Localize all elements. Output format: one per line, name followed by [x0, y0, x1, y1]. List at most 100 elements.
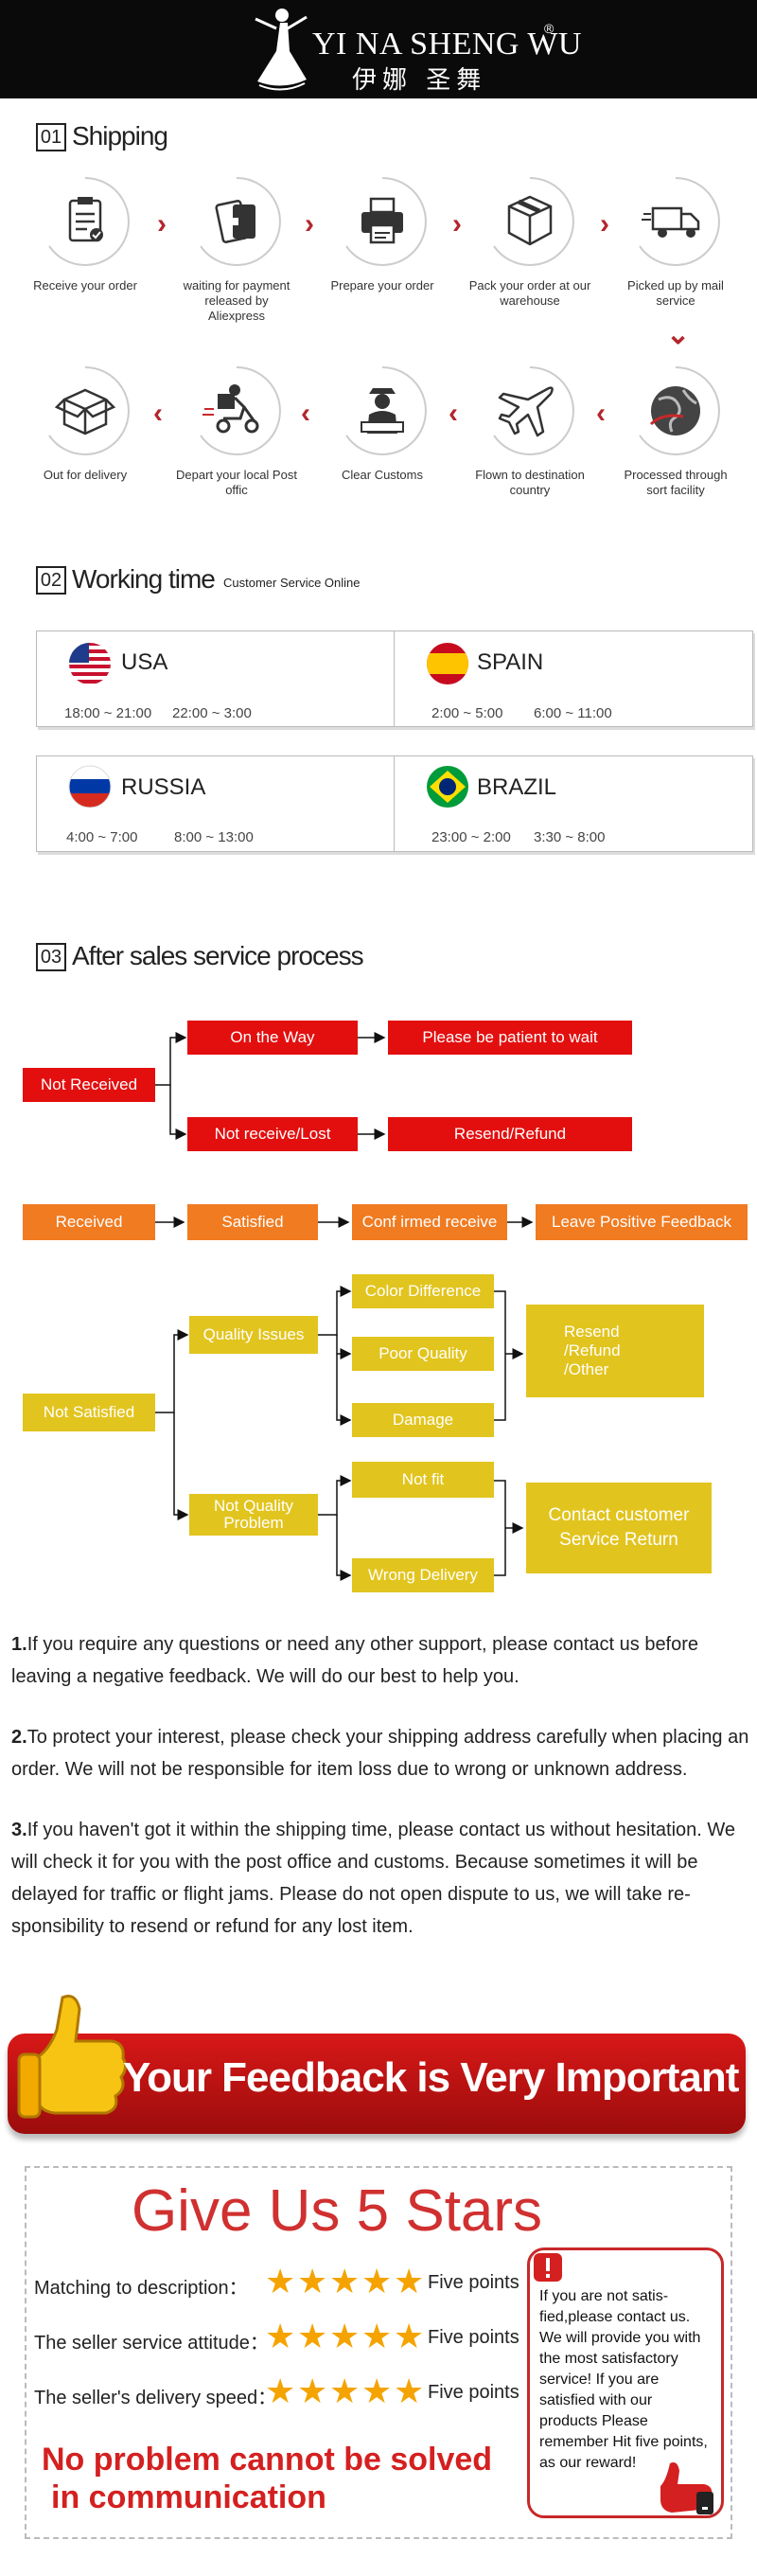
section-number: 02 [36, 566, 66, 595]
other-line: /Other [564, 1360, 609, 1378]
hours-slot-2: 22:00 ~ 3:00 [172, 705, 252, 721]
note-3: 3.If you haven't got it within the shipp… [11, 1820, 736, 1937]
thumbs-up-hand-icon [660, 2462, 713, 2514]
rating-label: Matching to description： [34, 2278, 248, 2299]
contact-line: Contact customer [548, 1505, 690, 1525]
clipboard-icon [40, 176, 131, 267]
shipping-step-label: waiting for payment released by Aliexpre… [183, 278, 290, 323]
dancer-logo-icon [255, 9, 308, 91]
refund-line: /Refund [564, 1341, 621, 1359]
flow-arrow-icon: › [600, 208, 609, 240]
delivery-truck-icon [630, 176, 721, 267]
flow-arrow-icon: › [305, 208, 314, 240]
flow-quality-issues: Quality Issues [189, 1316, 318, 1354]
shipping-step-label: Depart your local Post offic [176, 468, 297, 497]
usa-flag-icon [69, 643, 111, 684]
flow-damage: Damage [352, 1403, 494, 1437]
problem-line: Problem [223, 1514, 284, 1532]
brazil-flag-icon [427, 766, 468, 808]
section-subtitle: Customer Service Online [223, 576, 361, 590]
rating-label: The seller service attitude： [34, 2333, 269, 2354]
star-icon: ★ [361, 2372, 393, 2410]
payment-card-icon [191, 176, 282, 267]
flow-arrow-icon: ‹ [449, 398, 458, 429]
star-icon: ★ [265, 2317, 296, 2355]
hours-slot-2: 8:00 ~ 13:00 [174, 829, 254, 845]
star-icon: ★ [329, 2262, 361, 2301]
star-icon: ★ [329, 2372, 361, 2410]
flow-poor-quality: Poor Quality [352, 1337, 494, 1371]
rating-points: Five points [428, 2272, 519, 2293]
hours-slot-2: 3:30 ~ 8:00 [534, 829, 606, 845]
flow-arrow-icon: ‹ [153, 398, 163, 429]
communication-slogan: No problem cannot be solved in communica… [42, 2441, 492, 2516]
section-number: 03 [36, 943, 66, 971]
star-icon: ★ [297, 2317, 328, 2355]
slogan-line-1: No problem cannot be solved [42, 2442, 493, 2478]
airplane-icon [484, 365, 575, 456]
hours-slot-1: 18:00 ~ 21:00 [64, 705, 152, 721]
star-icon: ★ [394, 2372, 425, 2410]
star-icon: ★ [329, 2317, 361, 2355]
rating-points: Five points [428, 2327, 519, 2348]
thumbs-up-icon [17, 1995, 128, 2119]
registered-mark: ® [544, 21, 555, 36]
flow-on-the-way: On the Way [187, 1021, 358, 1055]
flow-not-quality-problem: Not Quality Problem [189, 1494, 318, 1536]
country-name: SPAIN [477, 649, 544, 675]
brand-header [0, 0, 757, 98]
globe-icon [630, 365, 721, 456]
hours-slot-1: 4:00 ~ 7:00 [66, 829, 138, 845]
hours-slot-1: 23:00 ~ 2:00 [431, 829, 511, 845]
rating-label: The seller's delivery speed： [34, 2388, 277, 2408]
star-icon: ★ [361, 2262, 393, 2301]
country-name: USA [121, 649, 168, 675]
scooter-courier-icon [191, 365, 282, 456]
flow-not-fit: Not fit [352, 1462, 494, 1498]
flow-color-difference: Color Difference [352, 1274, 494, 1308]
flow-arrow-icon: ‹ [596, 398, 606, 429]
give-stars-title: Give Us 5 Stars [131, 2178, 543, 2244]
flow-arrow-icon: ‹ [301, 398, 310, 429]
rating-points: Five points [428, 2382, 519, 2403]
flow-wrong-delivery: Wrong Delivery [352, 1558, 494, 1592]
shipping-step-label: Pack your order at our warehouse [468, 278, 591, 308]
package-box-icon [484, 176, 575, 267]
service-return-line: Service Return [559, 1530, 678, 1550]
satisfaction-card-text: If you are not satis-fied,please contact… [539, 2288, 708, 2471]
hours-slot-2: 6:00 ~ 11:00 [534, 705, 612, 721]
flow-contact-customer-service: Contact customer Service Return [526, 1483, 712, 1573]
brand-name-chinese: 伊娜 圣舞 [352, 66, 487, 95]
shipping-step-label: Clear Customs [342, 468, 423, 482]
shipping-step-label: Prepare your order [330, 278, 434, 293]
feedback-banner-title: Your Feedback is Very Important [123, 2054, 739, 2101]
alert-icon [534, 2253, 562, 2282]
russia-flag-icon [68, 765, 112, 808]
section-title-shipping: Shipping [72, 121, 168, 151]
printer-icon [337, 176, 428, 267]
flow-be-patient: Please be patient to wait [388, 1021, 632, 1055]
section-title-after-sales: After sales service process [72, 941, 364, 970]
flow-arrow-icon: › [452, 208, 462, 240]
shipping-step-label: Processed through sort facility [624, 468, 728, 497]
spain-flag-icon [427, 643, 468, 684]
open-box-icon [40, 365, 131, 456]
star-icon: ★ [394, 2317, 425, 2355]
satisfaction-card [527, 2247, 724, 2518]
customs-officer-icon [337, 365, 428, 456]
flow-resend-refund: Resend/Refund [388, 1117, 632, 1151]
star-icon: ★ [361, 2317, 393, 2355]
star-icon: ★ [297, 2262, 328, 2301]
country-name: RUSSIA [121, 774, 206, 800]
flow-received: Received [23, 1204, 155, 1240]
star-icon: ★ [297, 2372, 328, 2410]
flow-satisfied: Satisfied [187, 1204, 318, 1240]
brand-name: YI NA SHENG WU [312, 27, 582, 62]
section-title-working-time: Working time [72, 564, 216, 594]
shipping-step-label: Flown to destination country [475, 468, 585, 497]
star-icon: ★ [265, 2262, 296, 2301]
resend-line: Resend [564, 1323, 620, 1341]
feedback-banner [8, 2034, 746, 2134]
flow-not-satisfied: Not Satisfied [23, 1394, 155, 1431]
section-number: 01 [36, 123, 66, 151]
